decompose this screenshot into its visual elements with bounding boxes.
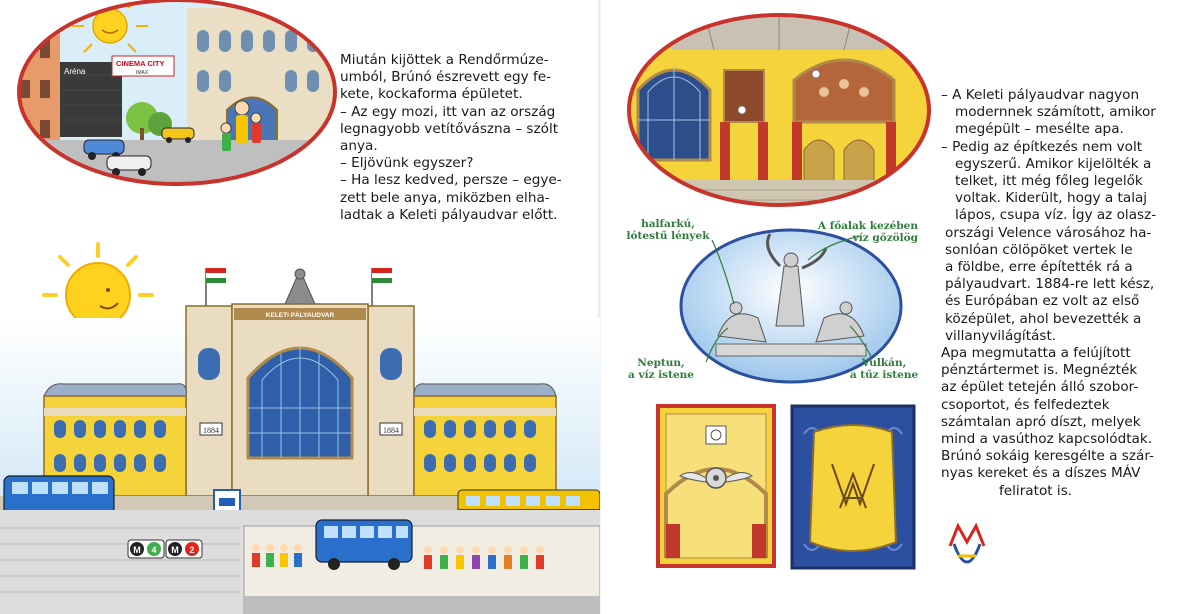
statue-group-illustration [679,228,903,384]
caption-line: Vulkán, [861,357,907,369]
ticket-hall-illustration [627,13,931,207]
story-line: mind a vasúthoz kapcsolódtak. [941,431,1153,448]
story-line: Brúnó sokáig keresgélte a szár- [941,448,1154,465]
story-line: kete, kockaforma épületet. [340,86,523,103]
car-icon [83,139,125,160]
car-icon [106,155,152,176]
caption-line: A főalak kezében [817,220,918,232]
story-line: megépült – mesélte apa. [955,121,1124,138]
story-line: anya. [340,138,378,155]
cinema-sign-top: CINEMA CITY [116,59,164,68]
story-line: csoportot, és felfedeztek [941,396,1110,413]
metro-line-4-sign: M 4 [127,539,165,559]
caption-line: a víz istene [628,369,694,381]
story-text-left: Miután kijöttek a Rendőrmúze- umból, Brú… [340,52,590,224]
story-line: feliratot is. [999,482,1073,499]
family-figures [220,100,262,151]
story-line: a földbe, erre építették rá a [945,259,1133,276]
metro-line-4-number: 4 [151,545,156,555]
mav-monogram-ornament [790,404,916,570]
street-scene-illustration: Aréna CINEMA CITY IMAX [17,0,337,186]
page-gutter [598,0,602,614]
story-line: – Ha lesz kedved, persze – egye- [340,172,562,189]
mav-logo-icon [948,522,986,564]
station-date-left: 1884 [203,426,219,435]
story-line: umból, Brúnó észrevett egy fe- [340,69,552,86]
caption-line: a tűz istene [849,369,919,381]
story-line: és Európában ez volt az első [945,293,1140,310]
story-line: országi Velence városához ha- [945,224,1152,241]
arena-sign: Aréna [64,67,86,76]
caption-halfarku: halfarkú, lótestű lények [618,218,718,242]
big-sun-illustration [42,242,154,348]
story-line: az épület tetején álló szobor- [941,379,1139,396]
story-line: Miután kijöttek a Rendőrmúze- [340,52,549,68]
mav-monogram-icon [831,463,875,509]
story-line: ladtak a Keleti pályaudvar előtt. [340,206,558,223]
story-line: – A Keleti pályaudvar nagyon [941,87,1140,103]
story-line: – Pedig az építkezés nem volt [941,138,1143,155]
story-line: pályaudvart. 1884-re lett kész, [945,276,1155,293]
story-line: számtalan apró díszt, melyek [941,413,1141,430]
winged-wheel-ornament [656,404,776,568]
story-line: zett bele anya, miközben elha- [340,189,550,206]
keleti-station-illustration: KELETI PÁLYAUDVAR 1884 1884 [0,268,600,614]
story-line: pénztártermet is. Megnézték [941,362,1138,379]
cinema-sign-bottom: IMAX [136,70,149,76]
station-facade-label: KELETI PÁLYAUDVAR [266,310,335,319]
story-line: lápos, csupa víz. Így az olasz- [955,207,1157,224]
story-line: sonlóan cölöpöket vertek le [945,241,1133,258]
metro-line-2-number: 2 [189,545,194,555]
story-line: – Az egy mozi, itt van az ország [340,103,556,120]
story-line: voltak. Kiderült, hogy a talaj [955,190,1148,207]
story-line: egyszerű. Amikor kijelölték a [955,155,1152,172]
caption-vulkan: Vulkán, a tűz istene [840,357,928,381]
story-line: legnagyobb vetítővászna – szólt [340,120,559,137]
caption-line: lótestű lények [626,230,710,242]
caption-foalak: A főalak kezében víz gőzölög [800,220,918,244]
metro-line-2-symbol: M [171,545,179,555]
caption-line: víz gőzölög [852,232,918,244]
crowd-figures [252,544,544,569]
story-line: Apa megmutatta a felújított [941,345,1131,362]
story-line: villanyvilágítást. [945,327,1057,344]
winged-wheel-icon [679,467,753,489]
flag-icon [205,268,226,306]
station-date-right: 1884 [383,426,399,435]
car-icon [161,127,195,143]
story-text-right: – A Keleti pályaudvar nagyon modernnek s… [941,87,1196,500]
story-line: modernnek számított, amikor [955,104,1156,121]
bus-icon [315,519,413,570]
metro-line-2-sign: M 2 [165,539,203,559]
caption-line: Neptun, [637,357,685,369]
caption-line: halfarkú, [641,218,695,230]
caption-neptun: Neptun, a víz istene [616,357,706,381]
story-line: nyas kereket és a díszes MÁV [941,465,1141,482]
metro-line-4-symbol: M [133,545,141,555]
story-line: telket, itt még főleg legelők [955,173,1143,190]
story-line: – Eljövünk egyszer? [340,155,474,172]
flag-icon [371,268,392,306]
story-line: középület, ahol bevezették a [945,310,1142,327]
